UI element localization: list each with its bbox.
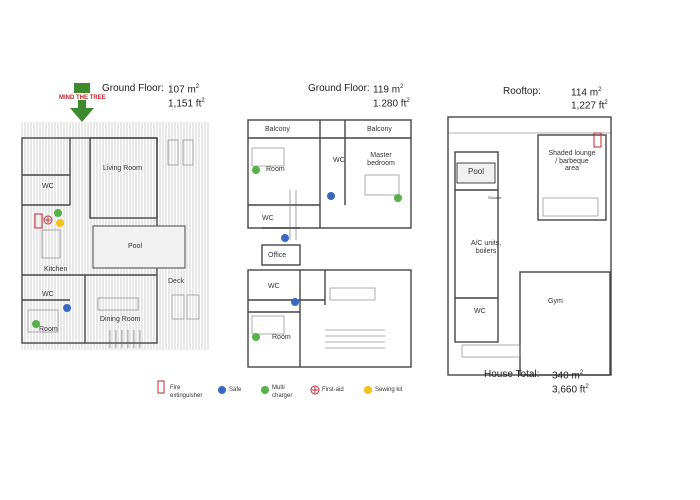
plan1-pool bbox=[92, 225, 186, 269]
legend-sewing-kit-label: Sewing kit bbox=[375, 387, 403, 393]
plan1-dining-table bbox=[97, 297, 139, 311]
plan1-kitchen-label: Kitchen bbox=[44, 266, 68, 273]
plan2-table bbox=[329, 287, 376, 301]
multi-charger-icon bbox=[252, 166, 260, 174]
legend-fire-extinguisher-icon bbox=[157, 380, 165, 394]
plan1-deck-label: Deck bbox=[168, 278, 184, 285]
legend-first-aid-label: First-aid bbox=[322, 387, 344, 393]
safe-icon bbox=[281, 234, 289, 242]
plan1-floor-label: Ground Floor: bbox=[102, 83, 164, 94]
safe-icon bbox=[327, 192, 335, 200]
plan2-wc-mid-label: WC bbox=[262, 215, 274, 222]
plan2-drawing bbox=[247, 119, 412, 368]
plan1-pool-label: Pool bbox=[128, 243, 143, 250]
plan2-office bbox=[261, 244, 301, 266]
plan1-area-m2: 107 m2 bbox=[168, 84, 200, 96]
plan3-floor-label: Rooftop: bbox=[503, 86, 541, 97]
legend-sewing-kit-icon bbox=[364, 386, 372, 394]
legend-multi-charger-icon bbox=[261, 386, 269, 394]
safe-icon bbox=[291, 298, 299, 306]
plan1-area-ft2: 1,151 ft2 bbox=[168, 98, 205, 110]
multi-charger-icon bbox=[394, 194, 402, 202]
plan2-balcony-left-label: Balcony bbox=[265, 126, 290, 133]
plan2-wc-lower-label: WC bbox=[268, 283, 280, 290]
fire-extinguisher-icon bbox=[593, 132, 602, 148]
plan3-ac-units-label: A/C units, boilers bbox=[470, 240, 502, 255]
house-total-ft2: 3,660 ft2 bbox=[552, 384, 589, 396]
plan1-wc2-label: WC bbox=[42, 291, 54, 298]
plan2-office-label: Office bbox=[268, 252, 287, 259]
tree-marker-block bbox=[74, 83, 90, 93]
plan3-pool bbox=[456, 162, 496, 184]
plan2-room-upper-label: Room bbox=[266, 166, 285, 173]
plan3-area-m2: 114 m2 bbox=[571, 87, 602, 99]
plan3-shower-label: Shower bbox=[488, 195, 502, 200]
legend-fire-extinguisher-label: Fire extinguisher bbox=[170, 385, 203, 400]
plan2-balcony-right-label: Balcony bbox=[367, 126, 392, 133]
plan2-wc-upper-label: WC bbox=[333, 157, 345, 164]
plan3-lounge bbox=[537, 134, 607, 221]
sewing-kit-icon bbox=[56, 219, 64, 227]
plan1-room-label: Room bbox=[39, 326, 58, 333]
mind-the-tree-label: MIND THE TREE bbox=[59, 95, 106, 101]
plan2-floor-label: Ground Floor: bbox=[308, 83, 370, 94]
multi-charger-icon bbox=[54, 209, 62, 217]
house-total-m2: 340 m2 bbox=[552, 370, 584, 382]
multi-charger-icon bbox=[32, 320, 40, 328]
plan1-drawing bbox=[20, 83, 210, 350]
plan3-wc-label: WC bbox=[474, 308, 486, 315]
plan1-dining-room-label: Dining Room bbox=[100, 316, 141, 323]
plan1-kitchen-island bbox=[41, 229, 61, 259]
plan2-lower-block bbox=[247, 269, 412, 368]
plan3-area-ft2: 1,227 ft2 bbox=[571, 100, 608, 112]
multi-charger-icon bbox=[252, 333, 260, 341]
legend-multi-charger-label: Multi charger bbox=[272, 385, 293, 400]
plan2-area-m2: 119 m2 bbox=[373, 84, 404, 96]
legend-safe-icon bbox=[218, 386, 226, 394]
plan3-gym-label: Gym bbox=[548, 298, 563, 305]
house-total-label: House Total: bbox=[484, 369, 540, 380]
plan2-master-bedroom-label: Master bedroom bbox=[367, 152, 395, 167]
plan3-pool-label: Pool bbox=[468, 167, 485, 176]
legend-icons bbox=[157, 380, 372, 395]
plan2-upper-block bbox=[247, 119, 412, 229]
legend-safe-label: Safe bbox=[229, 387, 242, 393]
plan2-room-lower-label: Room bbox=[272, 334, 291, 341]
fire-extinguisher-icon bbox=[34, 213, 43, 229]
plan3-shaded-lounge-label: Shaded lounge / barbeque area bbox=[548, 150, 596, 173]
plan3-service-column bbox=[454, 151, 499, 343]
plan1-living-room-label: Living Room bbox=[103, 165, 142, 172]
plan2-area-ft2: 1.280 ft2 bbox=[373, 98, 410, 110]
plan3-drawing bbox=[447, 116, 612, 376]
safe-icon bbox=[63, 304, 71, 312]
plan1-wc-label: WC bbox=[42, 183, 54, 190]
tree-arrow-icon bbox=[70, 108, 94, 122]
plan1-living-room-wall bbox=[89, 137, 158, 219]
plan3-gym bbox=[519, 271, 611, 376]
